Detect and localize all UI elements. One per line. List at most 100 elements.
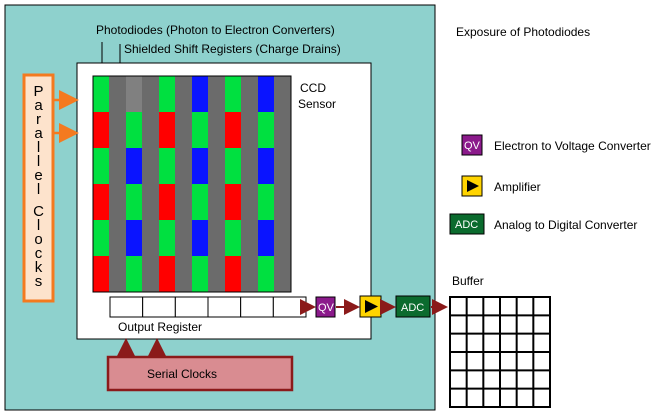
parallel-clocks-char: o: [34, 231, 42, 248]
parallel-clocks-char: l: [37, 181, 40, 198]
legend-adc-label: Analog to Digital Converter: [494, 218, 637, 232]
shift-register: [274, 220, 291, 256]
photodiode: [93, 112, 109, 148]
parallel-clocks-char: e: [34, 167, 42, 184]
output-register-cell: [174, 296, 209, 318]
output-register-label: Output Register: [118, 320, 202, 334]
photodiode: [192, 256, 208, 292]
photodiode: [258, 256, 274, 292]
shift-register: [109, 220, 126, 256]
shift-register: [175, 76, 192, 112]
output-register-cell: [272, 296, 307, 318]
photodiode: [93, 220, 109, 256]
amplifier-icon: [467, 180, 479, 192]
shift-register: [109, 76, 126, 112]
shift-register: [109, 256, 126, 292]
shift-register: [175, 184, 192, 220]
photodiode: [192, 184, 208, 220]
serial-clocks-box: [106, 355, 294, 392]
parallel-clocks-char: r: [36, 111, 41, 128]
output-register: [109, 296, 307, 318]
shift-register: [274, 148, 291, 184]
parallel-clocks-char: l: [37, 153, 40, 170]
shift-register: [142, 184, 159, 220]
buffer-label: Buffer: [452, 274, 484, 288]
photodiode: [126, 184, 142, 220]
legend-qv-swatch: [461, 134, 483, 156]
photodiode: [93, 256, 109, 292]
parallel-clocks-char: P: [33, 83, 43, 100]
shift-register: [109, 148, 126, 184]
shift-register: [208, 184, 225, 220]
photodiode: [159, 112, 175, 148]
photodiode: [225, 220, 241, 256]
photodiode: [93, 148, 109, 184]
shift-register: [274, 76, 291, 112]
shift-register: [274, 112, 291, 148]
shielded-registers-label: Shielded Shift Registers (Charge Drains): [124, 42, 341, 56]
photodiodes-label: Photodiodes (Photon to Electron Converte…: [96, 23, 335, 37]
shift-register: [175, 112, 192, 148]
photodiode: [126, 220, 142, 256]
photodiode: [225, 184, 241, 220]
photodiode: [159, 76, 175, 112]
qv-converter-text: QV: [318, 302, 335, 314]
pixel-grid: [92, 75, 292, 293]
photodiode: [258, 184, 274, 220]
shift-register: [208, 148, 225, 184]
shift-register: [109, 184, 126, 220]
shift-register: [241, 184, 258, 220]
shift-register: [142, 76, 159, 112]
shift-register: [208, 220, 225, 256]
photodiode: [159, 148, 175, 184]
photodiode: [225, 148, 241, 184]
photodiode: [126, 148, 142, 184]
adc-converter-text: ADC: [401, 302, 424, 314]
photodiode: [93, 184, 109, 220]
shift-register: [241, 148, 258, 184]
output-register-cell: [240, 296, 274, 318]
shift-register: [142, 220, 159, 256]
legend-qv-symbol: QV: [464, 140, 481, 152]
legend-adc-swatch: [449, 213, 485, 235]
page-title: Exposure of Photodiodes: [456, 25, 590, 39]
shift-register: [142, 256, 159, 292]
output-register-cell: [109, 296, 144, 318]
output-register-cell: [142, 296, 176, 318]
parallel-clocks-char: l: [37, 139, 40, 156]
shift-register: [241, 220, 258, 256]
photodiode: [258, 148, 274, 184]
amplifier-icon: [365, 300, 378, 313]
legend-qv-label: Electron to Voltage Converter: [494, 139, 651, 153]
shift-register: [175, 220, 192, 256]
shift-register: [274, 184, 291, 220]
photodiode: [225, 256, 241, 292]
photodiode: [192, 220, 208, 256]
shift-register: [208, 76, 225, 112]
parallel-clocks-char: c: [35, 245, 43, 262]
parallel-clocks-char: a: [34, 125, 43, 142]
sensor-label: Sensor: [298, 97, 336, 111]
shift-register: [208, 256, 225, 292]
parallel-clocks-char: s: [35, 273, 43, 290]
shift-register: [241, 256, 258, 292]
buffer-grid: [449, 296, 551, 408]
photodiode: [192, 148, 208, 184]
photodiode: [126, 256, 142, 292]
legend-adc-symbol: ADC: [455, 219, 478, 231]
photodiode: [93, 76, 109, 112]
photodiode: [159, 184, 175, 220]
qv-converter: [315, 296, 336, 318]
parallel-clocks-char: a: [34, 97, 43, 114]
output-register-cell: [207, 296, 242, 318]
shift-register: [142, 148, 159, 184]
shift-register: [241, 76, 258, 112]
shift-register: [208, 112, 225, 148]
serial-clocks-label: Serial Clocks: [147, 367, 217, 381]
photodiode: [258, 220, 274, 256]
shift-register: [175, 256, 192, 292]
photodiode: [192, 112, 208, 148]
photodiode: [225, 76, 241, 112]
photodiode: [159, 220, 175, 256]
